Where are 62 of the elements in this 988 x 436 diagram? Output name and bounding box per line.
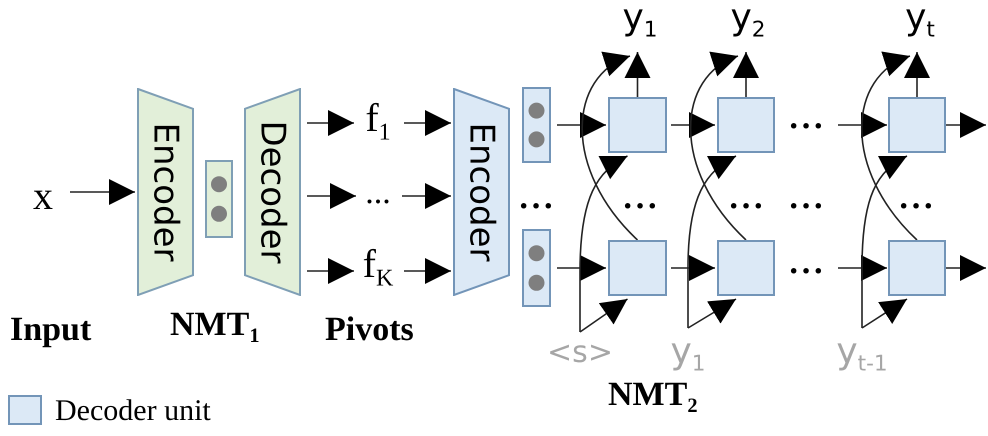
arrow: [861, 155, 908, 328]
encoder-trapezoid: [137, 88, 194, 296]
ellipsis: ···: [788, 190, 826, 224]
block-label: Decoder: [256, 120, 290, 264]
arrow: [579, 155, 628, 332]
arrow: [688, 298, 736, 329]
arrow: [904, 52, 930, 97]
arrow: [671, 255, 715, 281]
symbol-label: y$_{t}$: [897, 0, 943, 50]
arrow: [404, 258, 451, 284]
symbol-label: <s>: [547, 338, 613, 370]
decoder-unit-box: [888, 240, 946, 296]
arrow: [557, 255, 606, 281]
arrow: [671, 112, 715, 138]
arrow: [307, 258, 354, 284]
ellipsis: ···: [788, 110, 826, 144]
decoder-unit-box: [608, 97, 667, 153]
ellipsis: ···: [788, 255, 826, 289]
vector-box: [205, 160, 233, 238]
ellipsis: ···: [518, 190, 556, 224]
decoder-unit-box: [888, 97, 946, 153]
caption-label: Input: [10, 313, 92, 347]
decoder-unit-box: [608, 240, 667, 296]
symbol-label: ...: [358, 176, 398, 216]
arrow: [862, 298, 908, 329]
encoder-trapezoid: [453, 88, 510, 296]
arrow: [687, 155, 736, 328]
symbol-label: f$_{1}$: [356, 98, 400, 148]
decoder-unit-box: [717, 240, 775, 296]
symbol-label: y$_{2}$: [725, 0, 771, 50]
arrow: [690, 54, 747, 241]
arrow: [557, 112, 606, 138]
vector-box: [522, 87, 551, 163]
ellipsis: ···: [728, 190, 766, 224]
arrow: [70, 179, 135, 205]
ellipsis: ···: [898, 190, 936, 224]
symbol-label: y$_{1}$: [617, 0, 663, 50]
vector-box: [522, 229, 551, 307]
arrow: [402, 183, 451, 209]
ellipsis: ···: [622, 190, 660, 224]
arrow: [733, 52, 759, 97]
symbol-label: x: [28, 176, 58, 216]
arrow: [404, 110, 451, 136]
caption-label: NMT$_{1}$: [170, 308, 260, 347]
decoder-unit-box: [717, 97, 775, 153]
arrow: [946, 112, 986, 138]
block-label: Encoder: [464, 122, 498, 262]
symbol-label: f$_{K}$: [356, 244, 400, 298]
arrow: [307, 183, 356, 209]
arrow: [580, 298, 628, 333]
arrow: [946, 255, 986, 281]
arrow: [838, 255, 887, 281]
decoder-trapezoid: [244, 88, 301, 296]
arrow: [838, 112, 887, 138]
caption-label: Pivots: [325, 313, 414, 347]
arrow: [624, 52, 650, 97]
arrow: [861, 54, 918, 241]
legend-label: Decoder unit: [55, 396, 211, 426]
arrow: [307, 110, 354, 136]
arrow: [581, 54, 638, 241]
block-label: Encoder: [148, 122, 182, 262]
symbol-label: y$_{t-1}$: [830, 334, 894, 384]
